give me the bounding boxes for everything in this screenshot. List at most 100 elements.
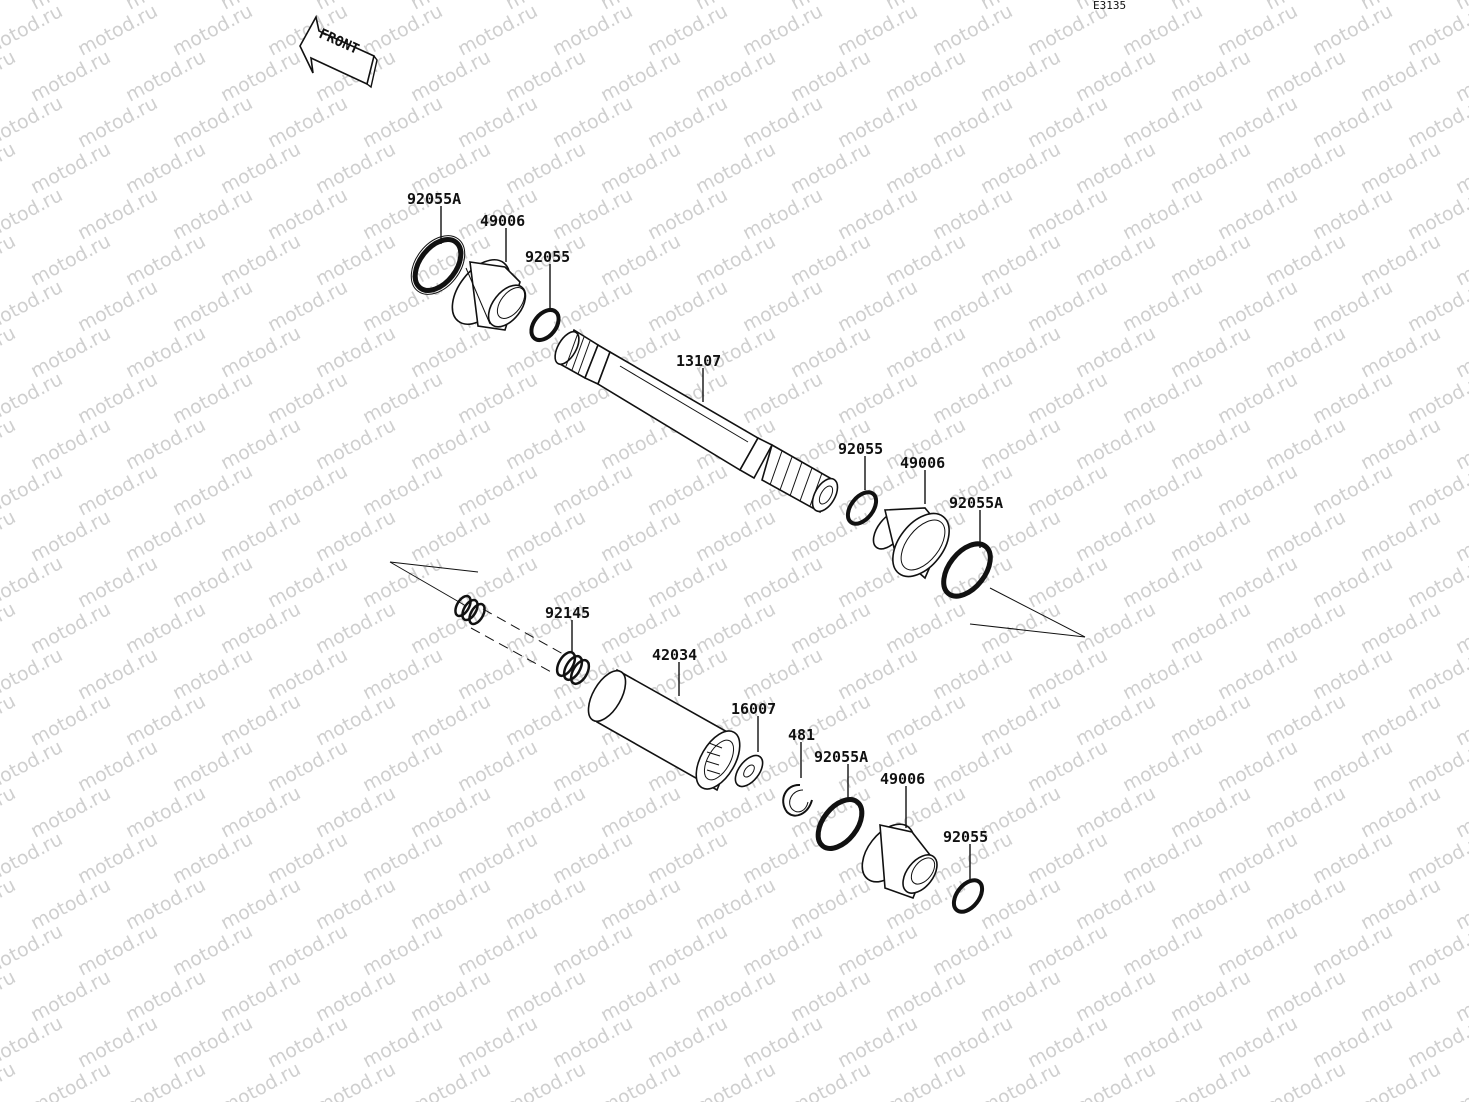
watermark-text: motod.ru	[1024, 644, 1111, 704]
watermark-text: motod.ru	[739, 920, 826, 980]
watermark-text: motod.ru	[359, 276, 446, 336]
watermark-text: motod.ru	[1214, 92, 1301, 152]
watermark-text: motod.ru	[1262, 46, 1349, 106]
watermark-text: motod.ru	[644, 460, 731, 520]
watermark-text: motod.ru	[1309, 368, 1396, 428]
watermark-text: motod.ru	[74, 552, 161, 612]
watermark-text: motod.ru	[27, 322, 114, 382]
watermark-text: motod.ru	[1262, 874, 1349, 934]
watermark-text: motod.ru	[27, 506, 114, 566]
watermark-text: motod.ru	[122, 782, 209, 842]
watermark-text: motod.ru	[1452, 414, 1469, 474]
watermark-text: motod.ru	[787, 46, 874, 106]
watermark-text: motod.ru	[1309, 1012, 1396, 1072]
watermark-text: motod.ru	[1452, 506, 1469, 566]
watermark-text: motod.ru	[359, 552, 446, 612]
watermark-text: motod.ru	[169, 736, 256, 796]
watermark-text: motod.ru	[454, 368, 541, 428]
watermark-text: motod.ru	[454, 828, 541, 888]
watermark-text: motod.ru	[1024, 276, 1111, 336]
watermark-text: motod.ru	[1262, 230, 1349, 290]
watermark-text: motod.ru	[502, 46, 589, 106]
watermark-text: motod.ru	[739, 644, 826, 704]
watermark-text: motod.ru	[834, 0, 921, 60]
watermark-text: motod.ru	[1214, 552, 1301, 612]
watermark-text: motod.ru	[929, 0, 1016, 60]
watermark-text: motod.ru	[1167, 690, 1254, 750]
watermark-text: motod.ru	[1214, 184, 1301, 244]
watermark-text: motod.ru	[1452, 1058, 1469, 1102]
watermark-text: motod.ru	[264, 920, 351, 980]
watermark-text: motod.ru	[1309, 0, 1396, 60]
watermark-text: motod.ru	[27, 46, 114, 106]
watermark-text: motod.ru	[692, 782, 779, 842]
watermark-text: motod.ru	[122, 966, 209, 1026]
watermark-text: motod.ru	[787, 322, 874, 382]
watermark-text: motod.ru	[1072, 598, 1159, 658]
watermark-text: motod.ru	[1357, 230, 1444, 290]
watermark-text: motod.ru	[312, 966, 399, 1026]
watermark-text: motod.ru	[312, 1058, 399, 1102]
watermark-text: motod.ru	[407, 690, 494, 750]
watermark-text: motod.ru	[502, 414, 589, 474]
watermark-text: motod.ru	[0, 966, 19, 1026]
watermark-text: motod.ru	[0, 46, 19, 106]
watermark-text: motod.ru	[597, 46, 684, 106]
watermark-text: motod.ru	[217, 138, 304, 198]
inner-spline-teeth	[705, 742, 723, 775]
watermark-text: motod.ru	[27, 782, 114, 842]
boot-49006-lower	[861, 823, 938, 900]
watermark-text: motod.ru	[1452, 46, 1469, 106]
watermark-text: motod.ru	[1452, 874, 1469, 934]
watermark-text: motod.ru	[834, 92, 921, 152]
watermark-text: motod.ru	[1119, 276, 1206, 336]
watermark-text: motod.ru	[1309, 644, 1396, 704]
watermark-text: motod.ru	[644, 276, 731, 336]
watermark-text: motod.ru	[1452, 782, 1469, 842]
spline-teeth-left	[565, 332, 591, 375]
watermark-text: motod.ru	[1167, 46, 1254, 106]
watermark-text: motod.ru	[0, 0, 19, 14]
watermark-text: motod.ru	[0, 690, 19, 750]
watermark-text: motod.ru	[1309, 920, 1396, 980]
watermark-text: motod.ru	[882, 598, 969, 658]
watermark-text: motod.ru	[502, 966, 589, 1026]
watermark-text: motod.ru	[644, 0, 731, 60]
watermark-text: motod.ru	[0, 414, 19, 474]
watermark-text: motod.ru	[1167, 230, 1254, 290]
part-label: 92055	[525, 248, 570, 266]
watermark-text: motod.ru	[549, 736, 636, 796]
watermark-text: motod.ru	[929, 736, 1016, 796]
watermark-text: motod.ru	[169, 552, 256, 612]
watermark-text: motod.ru	[1119, 460, 1206, 520]
watermark-text: motod.ru	[692, 506, 779, 566]
watermark-text: motod.ru	[1357, 138, 1444, 198]
watermark-text: motod.ru	[977, 414, 1064, 474]
watermark-text: motod.ru	[1357, 690, 1444, 750]
watermark-text: motod.ru	[27, 138, 114, 198]
watermark-text: motod.ru	[692, 966, 779, 1026]
watermark-text: motod.ru	[502, 1058, 589, 1102]
watermark-text: motod.ru	[169, 828, 256, 888]
watermark-text: motod.ru	[1214, 276, 1301, 336]
watermark-text: motod.ru	[1214, 368, 1301, 428]
watermark-text: motod.ru	[122, 414, 209, 474]
watermark-text: motod.ru	[502, 506, 589, 566]
drawing-code: E3135	[1093, 0, 1126, 12]
watermark-text: motod.ru	[1262, 138, 1349, 198]
watermark-text: motod.ru	[264, 644, 351, 704]
watermark-text: motod.ru	[27, 1058, 114, 1102]
watermark-text: motod.ru	[1262, 1058, 1349, 1102]
watermark-text: motod.ru	[0, 874, 19, 934]
watermark-text: motod.ru	[977, 874, 1064, 934]
watermark-text: motod.ru	[0, 1058, 19, 1102]
watermark-text: motod.ru	[74, 184, 161, 244]
watermark-text: motod.ru	[929, 920, 1016, 980]
spring-92145-left	[454, 594, 486, 626]
watermark-text: motod.ru	[1024, 920, 1111, 980]
watermark-text: motod.ru	[312, 598, 399, 658]
watermark-text: motod.ru	[882, 322, 969, 382]
watermark-text: motod.ru	[882, 690, 969, 750]
watermark-text: motod.ru	[977, 690, 1064, 750]
